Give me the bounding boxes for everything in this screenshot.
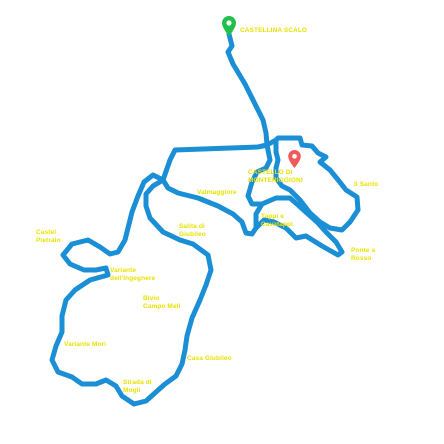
label-valmaggiore: Valmaggiore bbox=[197, 189, 237, 196]
map-pin-icon[interactable] bbox=[222, 16, 236, 36]
label-strada-di-mogli: Strada di Mogli bbox=[123, 379, 152, 394]
label-castello-di-monteriggioni: CASTELLO DI MONTERIGGIONI bbox=[248, 169, 303, 184]
route-eastern-loop bbox=[245, 135, 361, 258]
label-castellina-scalo: CASTELLINA SCALO bbox=[240, 27, 308, 34]
label-tappi-e-cavatappi: Tappi e Cavatappi bbox=[261, 213, 293, 228]
label-variante-mori: Variante Mori bbox=[64, 341, 107, 348]
label-casa-giubileo: Casa Giubileo bbox=[187, 355, 232, 362]
label-castel-pietraio: Castel Pietraio bbox=[36, 229, 61, 244]
label-bivio-campo-meli: Bivio Campo Meli bbox=[143, 295, 181, 310]
label-il-santo: Il Santo bbox=[354, 181, 379, 188]
label-ponte-a-rosso: Ponte a Rosso bbox=[351, 247, 376, 262]
label-variante-dell-ingegnere: Variante dell'Ingegnere bbox=[110, 267, 156, 282]
route-southern-loop bbox=[49, 172, 259, 407]
route-northern-road bbox=[160, 31, 270, 183]
label-salita-di-giubileo: Salita di Giubileo bbox=[179, 223, 206, 238]
map-pin-icon[interactable] bbox=[288, 150, 301, 168]
